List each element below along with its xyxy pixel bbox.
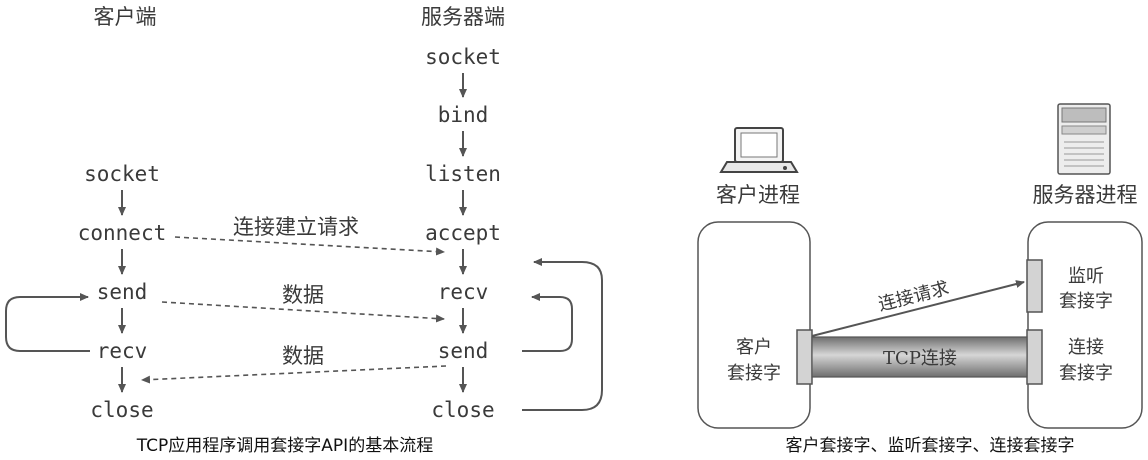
conn-socket-label-2: 套接字 <box>1059 363 1113 384</box>
data-to-server-label: 数据 <box>282 283 324 307</box>
conn-request-arrow-right <box>811 280 1025 337</box>
tcp-connection-pipe <box>811 336 1028 378</box>
server-icon <box>1057 103 1111 175</box>
data-to-server-arrow <box>161 301 445 323</box>
conn-request-label: 连接建立请求 <box>233 215 359 239</box>
server-step-send: send <box>438 339 489 363</box>
client-socket-label-1: 客户 <box>736 337 772 358</box>
client-step-recv: recv <box>97 339 148 363</box>
server-inner-loop-arrow <box>522 293 573 352</box>
left-caption: TCP应用程序调用套接字API的基本流程 <box>136 436 433 456</box>
right-caption: 客户套接字、监听套接字、连接套接字 <box>786 436 1075 456</box>
server-header: 服务器端 <box>421 5 505 29</box>
server-step-accept: accept <box>425 221 501 245</box>
conn-socket-label-1: 连接 <box>1068 337 1104 358</box>
client-header: 客户端 <box>94 5 157 29</box>
client-socket-label-2: 套接字 <box>727 363 781 384</box>
server-step-socket: socket <box>425 45 501 69</box>
listen-socket-label-2: 套接字 <box>1059 291 1113 312</box>
data-to-client-label: 数据 <box>282 344 324 368</box>
client-step-send: send <box>97 280 148 304</box>
client-process-box <box>697 221 811 429</box>
client-step-connect: connect <box>78 221 167 245</box>
client-step-socket: socket <box>84 162 160 186</box>
server-step-bind: bind <box>438 103 489 127</box>
conn-socket-rect <box>1026 329 1043 385</box>
server-step-listen: listen <box>425 162 501 186</box>
server-outer-loop-arrow <box>522 258 603 411</box>
server-step-recv: recv <box>438 280 489 304</box>
client-process-label: 客户进程 <box>716 183 800 207</box>
server-process-box <box>1027 221 1143 429</box>
listen-socket-label-1: 监听 <box>1068 266 1104 287</box>
conn-request-arrow <box>174 236 445 256</box>
client-socket-rect <box>796 329 813 385</box>
server-process-label: 服务器进程 <box>1033 183 1138 207</box>
data-to-client-arrow <box>141 365 447 384</box>
client-step-close: close <box>90 398 153 422</box>
listen-socket-rect <box>1026 259 1043 313</box>
server-step-close: close <box>431 398 494 422</box>
laptop-icon <box>719 127 799 173</box>
tcp-connection-label: TCP连接 <box>883 348 957 369</box>
client-loop-arrow <box>5 293 90 352</box>
